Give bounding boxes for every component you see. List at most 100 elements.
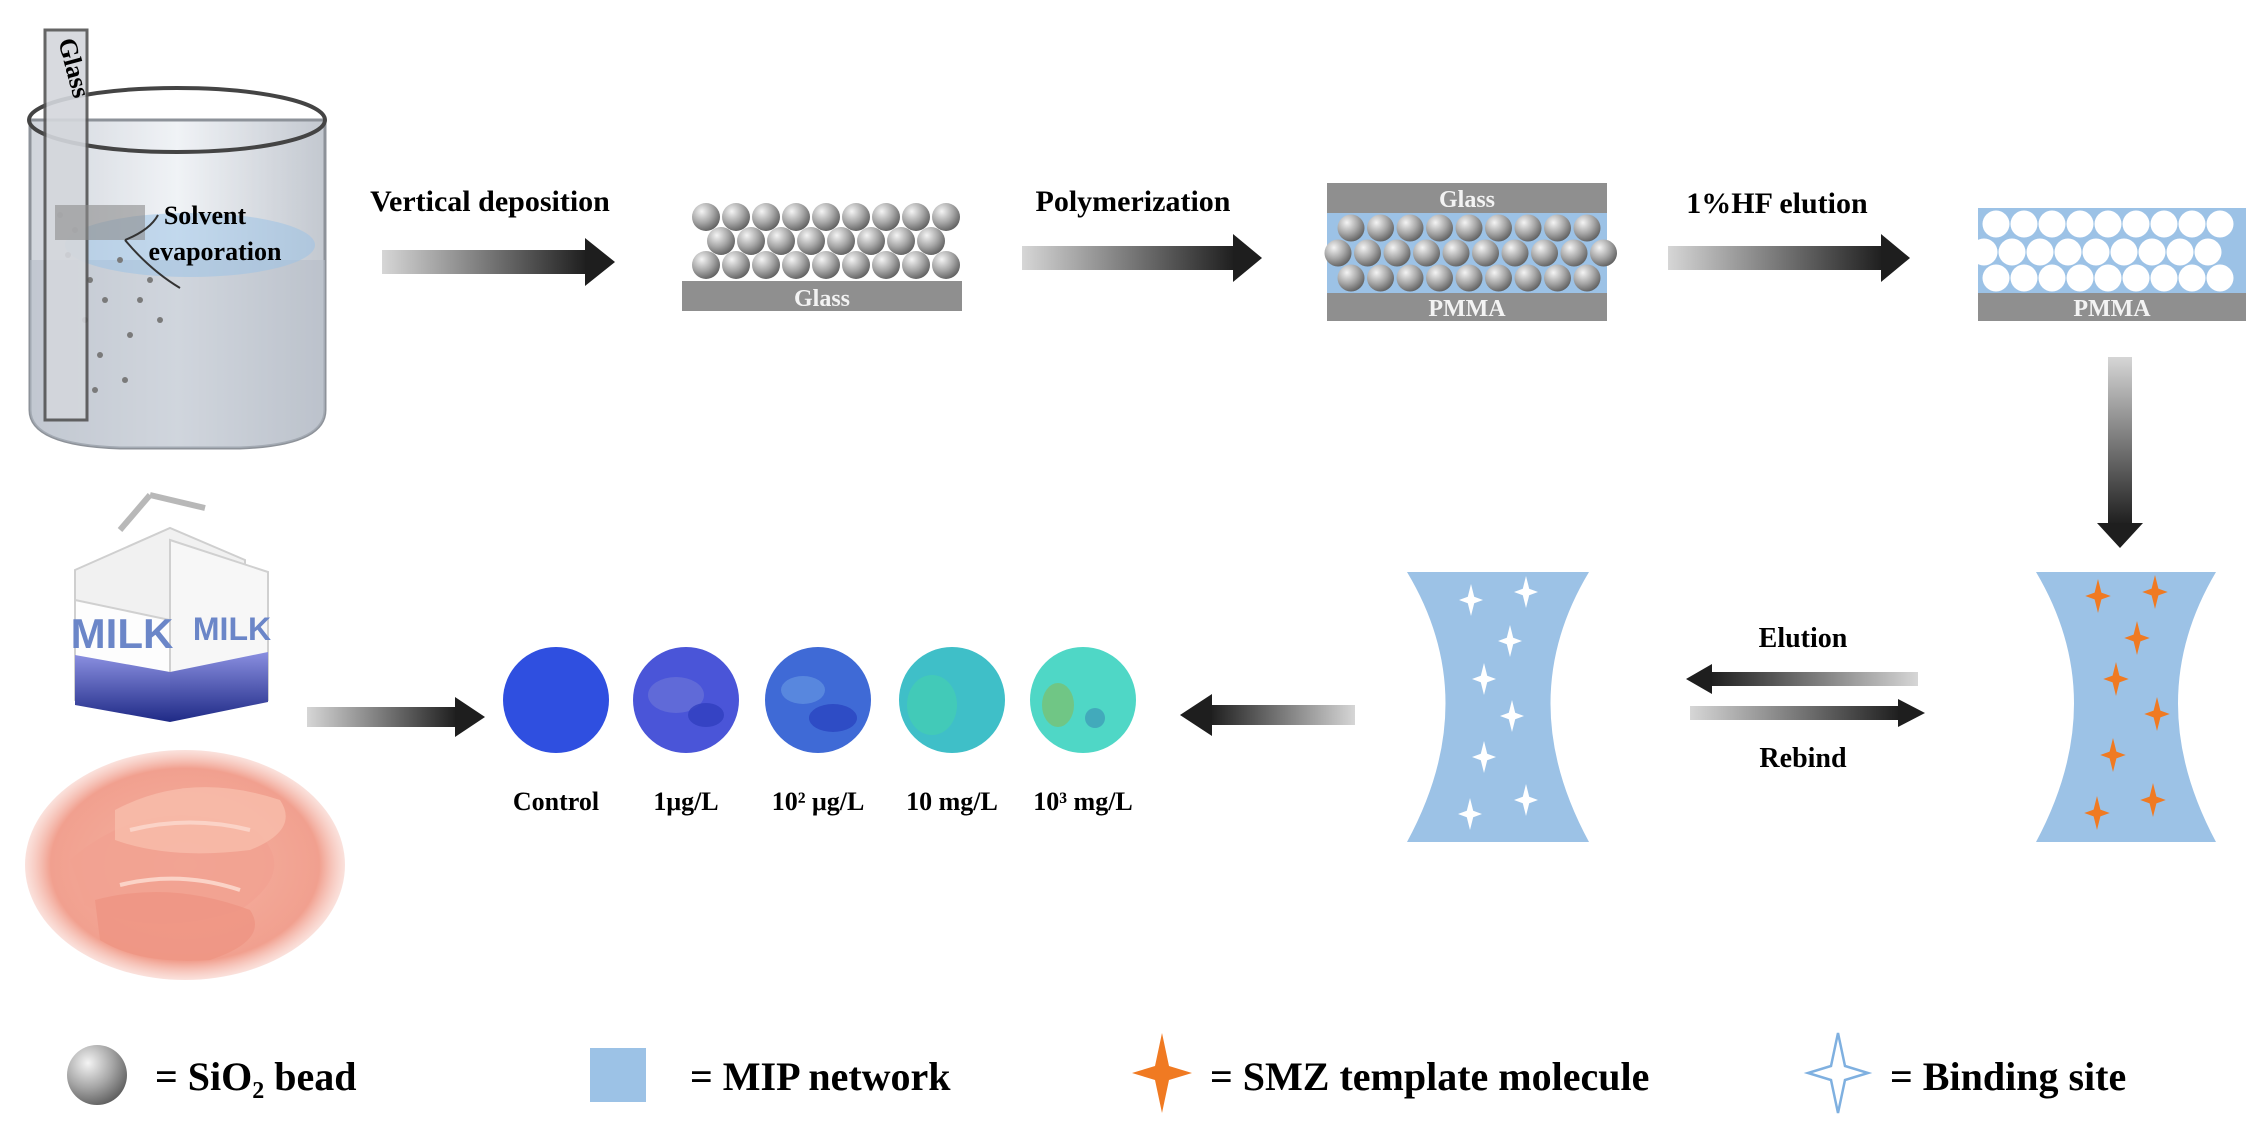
concentration-sample: Control <box>503 647 609 816</box>
pore <box>2054 238 2082 266</box>
pore <box>2010 264 2038 292</box>
pore <box>2166 238 2194 266</box>
sio2-bead <box>1396 214 1424 242</box>
sio2-bead <box>1367 264 1394 292</box>
evaporation-label: evaporation <box>149 237 282 266</box>
pore <box>2206 210 2234 238</box>
concentration-sample: 10² μg/L <box>765 647 871 816</box>
sio2-bead <box>737 227 765 255</box>
sio2-bead <box>1573 214 1601 242</box>
legend-sio2: = SiO₂ bead <box>155 1054 357 1099</box>
pore <box>2122 264 2150 292</box>
legend-smz-icon <box>1132 1033 1192 1113</box>
glass-slide <box>43 28 145 422</box>
pore <box>2066 264 2094 292</box>
sio2-bead <box>1590 239 1617 267</box>
arrow-deposition <box>382 238 615 286</box>
legend-bead-icon <box>67 1045 127 1105</box>
pore <box>1982 210 2010 238</box>
pmma-layer-2 <box>1978 293 2246 321</box>
arrow-polymerization <box>1022 234 1262 282</box>
binding-site-star <box>1459 584 1483 616</box>
sio2-bead <box>902 251 930 279</box>
pore <box>2150 264 2178 292</box>
pmma-label-1: PMMA <box>1428 296 1506 322</box>
milk-front-text: MILK <box>71 610 174 657</box>
sio2-bead <box>932 251 960 279</box>
sio2-bead <box>1383 239 1411 267</box>
pore <box>2066 210 2094 238</box>
p2-beads <box>1324 214 1617 292</box>
sio2-bead <box>1485 264 1512 292</box>
binding-site-star <box>1498 625 1522 657</box>
pore <box>2010 210 2038 238</box>
pmma-label-2: PMMA <box>2073 296 2151 322</box>
sio2-bead <box>752 203 780 231</box>
concentration-sample: 10 mg/L <box>899 647 1005 816</box>
sio2-bead <box>857 227 885 255</box>
sio2-bead <box>767 227 795 255</box>
pore <box>2094 264 2122 292</box>
milk-side-text: MILK <box>193 611 271 647</box>
sio2-bead <box>1442 239 1470 267</box>
evaporation-arrow <box>124 214 159 241</box>
glass-top-layer <box>1327 183 1607 213</box>
elution-label: Elution <box>1759 623 1848 654</box>
sio2-bead <box>1544 264 1571 292</box>
sio2-bead <box>887 227 915 255</box>
legend-binding-icon <box>1803 1032 1873 1114</box>
sio2-bead <box>1501 239 1529 267</box>
beads-on-glass: Glass <box>682 203 962 312</box>
sio2-bead <box>782 251 810 279</box>
p3-pores <box>1970 210 2234 292</box>
pore <box>2110 238 2138 266</box>
pore <box>1970 238 1998 266</box>
sio2-bead <box>932 203 960 231</box>
binding-site-star <box>1458 798 1482 830</box>
pore <box>1982 264 2010 292</box>
sio2-bead <box>797 227 825 255</box>
arrow-down <box>2097 357 2143 548</box>
sio2-bead <box>722 203 750 231</box>
sio2-bead <box>1455 214 1483 242</box>
sio2-bead <box>722 251 750 279</box>
sio2-bead <box>1560 239 1588 267</box>
binding-site-star <box>1500 700 1524 732</box>
concentration-label: 10² μg/L <box>772 787 865 816</box>
sio2-bead <box>842 251 870 279</box>
pore <box>2038 210 2066 238</box>
vertical-deposition-label: Vertical deposition <box>370 185 610 218</box>
pore <box>2194 238 2222 266</box>
sio2-bead <box>1472 239 1499 267</box>
mip-with-template <box>2036 572 2216 842</box>
smz-template-star <box>2142 575 2168 609</box>
sandwich-structure: Glass PMMA <box>1324 183 1617 322</box>
sio2-bead <box>752 251 780 279</box>
meat-slices <box>25 750 345 980</box>
sio2-bead <box>872 203 900 231</box>
sio2-bead <box>1573 264 1601 292</box>
concentration-label: 1μg/L <box>653 787 718 816</box>
concentration-sample: 10³ mg/L <box>1030 647 1136 816</box>
sio2-bead <box>1485 214 1512 242</box>
polymerization-label: Polymerization <box>1036 185 1231 218</box>
pore <box>2138 238 2166 266</box>
sio2-bead <box>812 251 840 279</box>
glass-layer <box>682 281 962 311</box>
binding-site-star <box>1472 741 1496 773</box>
sio2-bead <box>917 227 945 255</box>
sio2-bead <box>1514 214 1542 242</box>
smz-template-star <box>2085 579 2111 613</box>
pore <box>2094 210 2122 238</box>
sio2-bead <box>1455 264 1483 292</box>
legend-mip: = MIP network <box>690 1054 951 1099</box>
binding-site-star <box>1514 576 1538 608</box>
sample-circle <box>503 647 609 753</box>
smz-template-star <box>2084 796 2110 830</box>
rebind-label: Rebind <box>1759 743 1847 774</box>
legend-binding: = Binding site <box>1890 1054 2126 1099</box>
binding-site-star <box>1472 663 1496 695</box>
smz-template-star <box>2103 662 2129 696</box>
